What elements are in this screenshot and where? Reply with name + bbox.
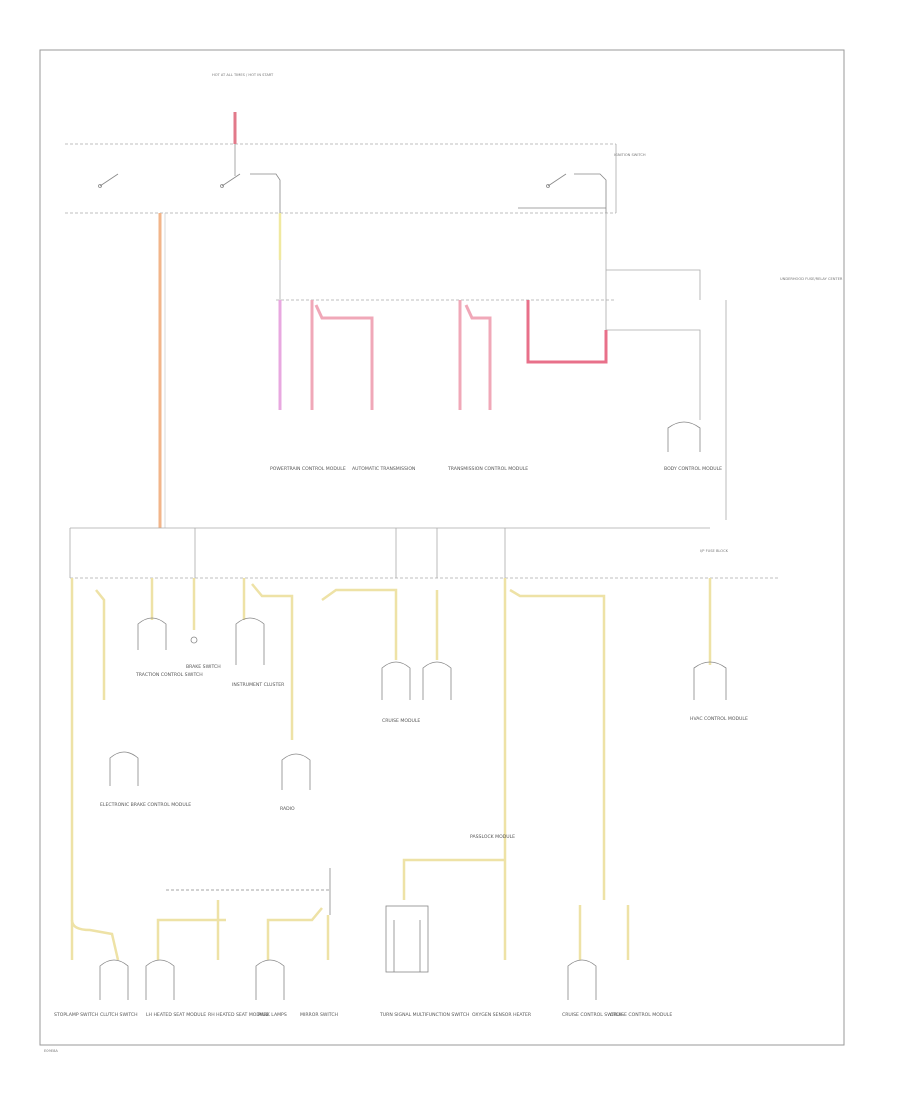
label-fuse-block: I/P FUSE BLOCK: [700, 549, 729, 553]
pink-wires: [278, 300, 608, 410]
label-clutch: CLUTCH SWITCH: [100, 1012, 138, 1018]
upper-fuse-row: [276, 213, 727, 520]
label-cruise: CRUISE MODULE: [382, 718, 420, 724]
lower-module-labels: ELECTRONIC BRAKE CONTROL MODULE TRACTION…: [54, 664, 748, 1018]
fuse-block-box: [69, 527, 780, 579]
label-trans-module: TRANSMISSION CONTROL MODULE: [447, 466, 528, 472]
ignition-switch-box: [65, 143, 617, 214]
label-elec-brake: ELECTRONIC BRAKE CONTROL MODULE: [100, 802, 191, 808]
label-underhood: UNDERHOOD FUSE/RELAY CENTER: [780, 277, 843, 281]
diagram-id: E09E8A: [44, 1049, 58, 1053]
upper-module-labels: POWERTRAIN CONTROL MODULE AUTOMATIC TRAN…: [270, 466, 722, 472]
switch-symbols: [98, 173, 607, 213]
bcm-connector: [667, 421, 701, 452]
label-auto-trans: AUTOMATIC TRANSMISSION: [352, 466, 415, 472]
label-powertrain: POWERTRAIN CONTROL MODULE: [270, 466, 346, 472]
label-dash-cluster: INSTRUMENT CLUSTER: [232, 682, 285, 688]
main-feed-wire: [158, 213, 166, 528]
label-passlock: PASSLOCK MODULE: [470, 834, 515, 840]
label-body-module: BODY CONTROL MODULE: [664, 466, 722, 472]
label-lh-heated-seat: LH HEATED SEAT MODULE: [146, 1012, 206, 1018]
label-ignition-switch: IGNITION SWITCH: [614, 153, 646, 157]
label-brake-switch: BRAKE SWITCH: [186, 664, 221, 670]
label-rh-heated-seat: RH HEATED SEAT MODULE: [208, 1012, 269, 1018]
yellow-wires: [70, 578, 712, 961]
label-cruise-module: CRUISE CONTROL MODULE: [610, 1012, 672, 1018]
diagram-frame: [39, 49, 845, 1046]
label-o2-sensor: OXYGEN SENSOR HEATER: [472, 1012, 532, 1018]
label-turn-signal: TURN SIGNAL MULTIFUNCTION SWITCH: [379, 1012, 469, 1018]
label-radio: RADIO: [280, 806, 295, 812]
label-stoplamp: STOPLAMP SWITCH: [54, 1012, 98, 1018]
label-park-lamps: PARK LAMPS: [258, 1012, 287, 1018]
label-hvac: HVAC CONTROL MODULE: [690, 716, 748, 722]
label-top-source: HOT AT ALL TIMES / HOT IN START: [212, 73, 274, 77]
lower-connectors: [99, 617, 727, 1000]
label-cruise-switch: CRUISE CONTROL SWITCH: [562, 1012, 622, 1018]
label-mirror-switch: MIRROR SWITCH: [300, 1012, 338, 1018]
label-traction: TRACTION CONTROL SWITCH: [135, 672, 203, 678]
